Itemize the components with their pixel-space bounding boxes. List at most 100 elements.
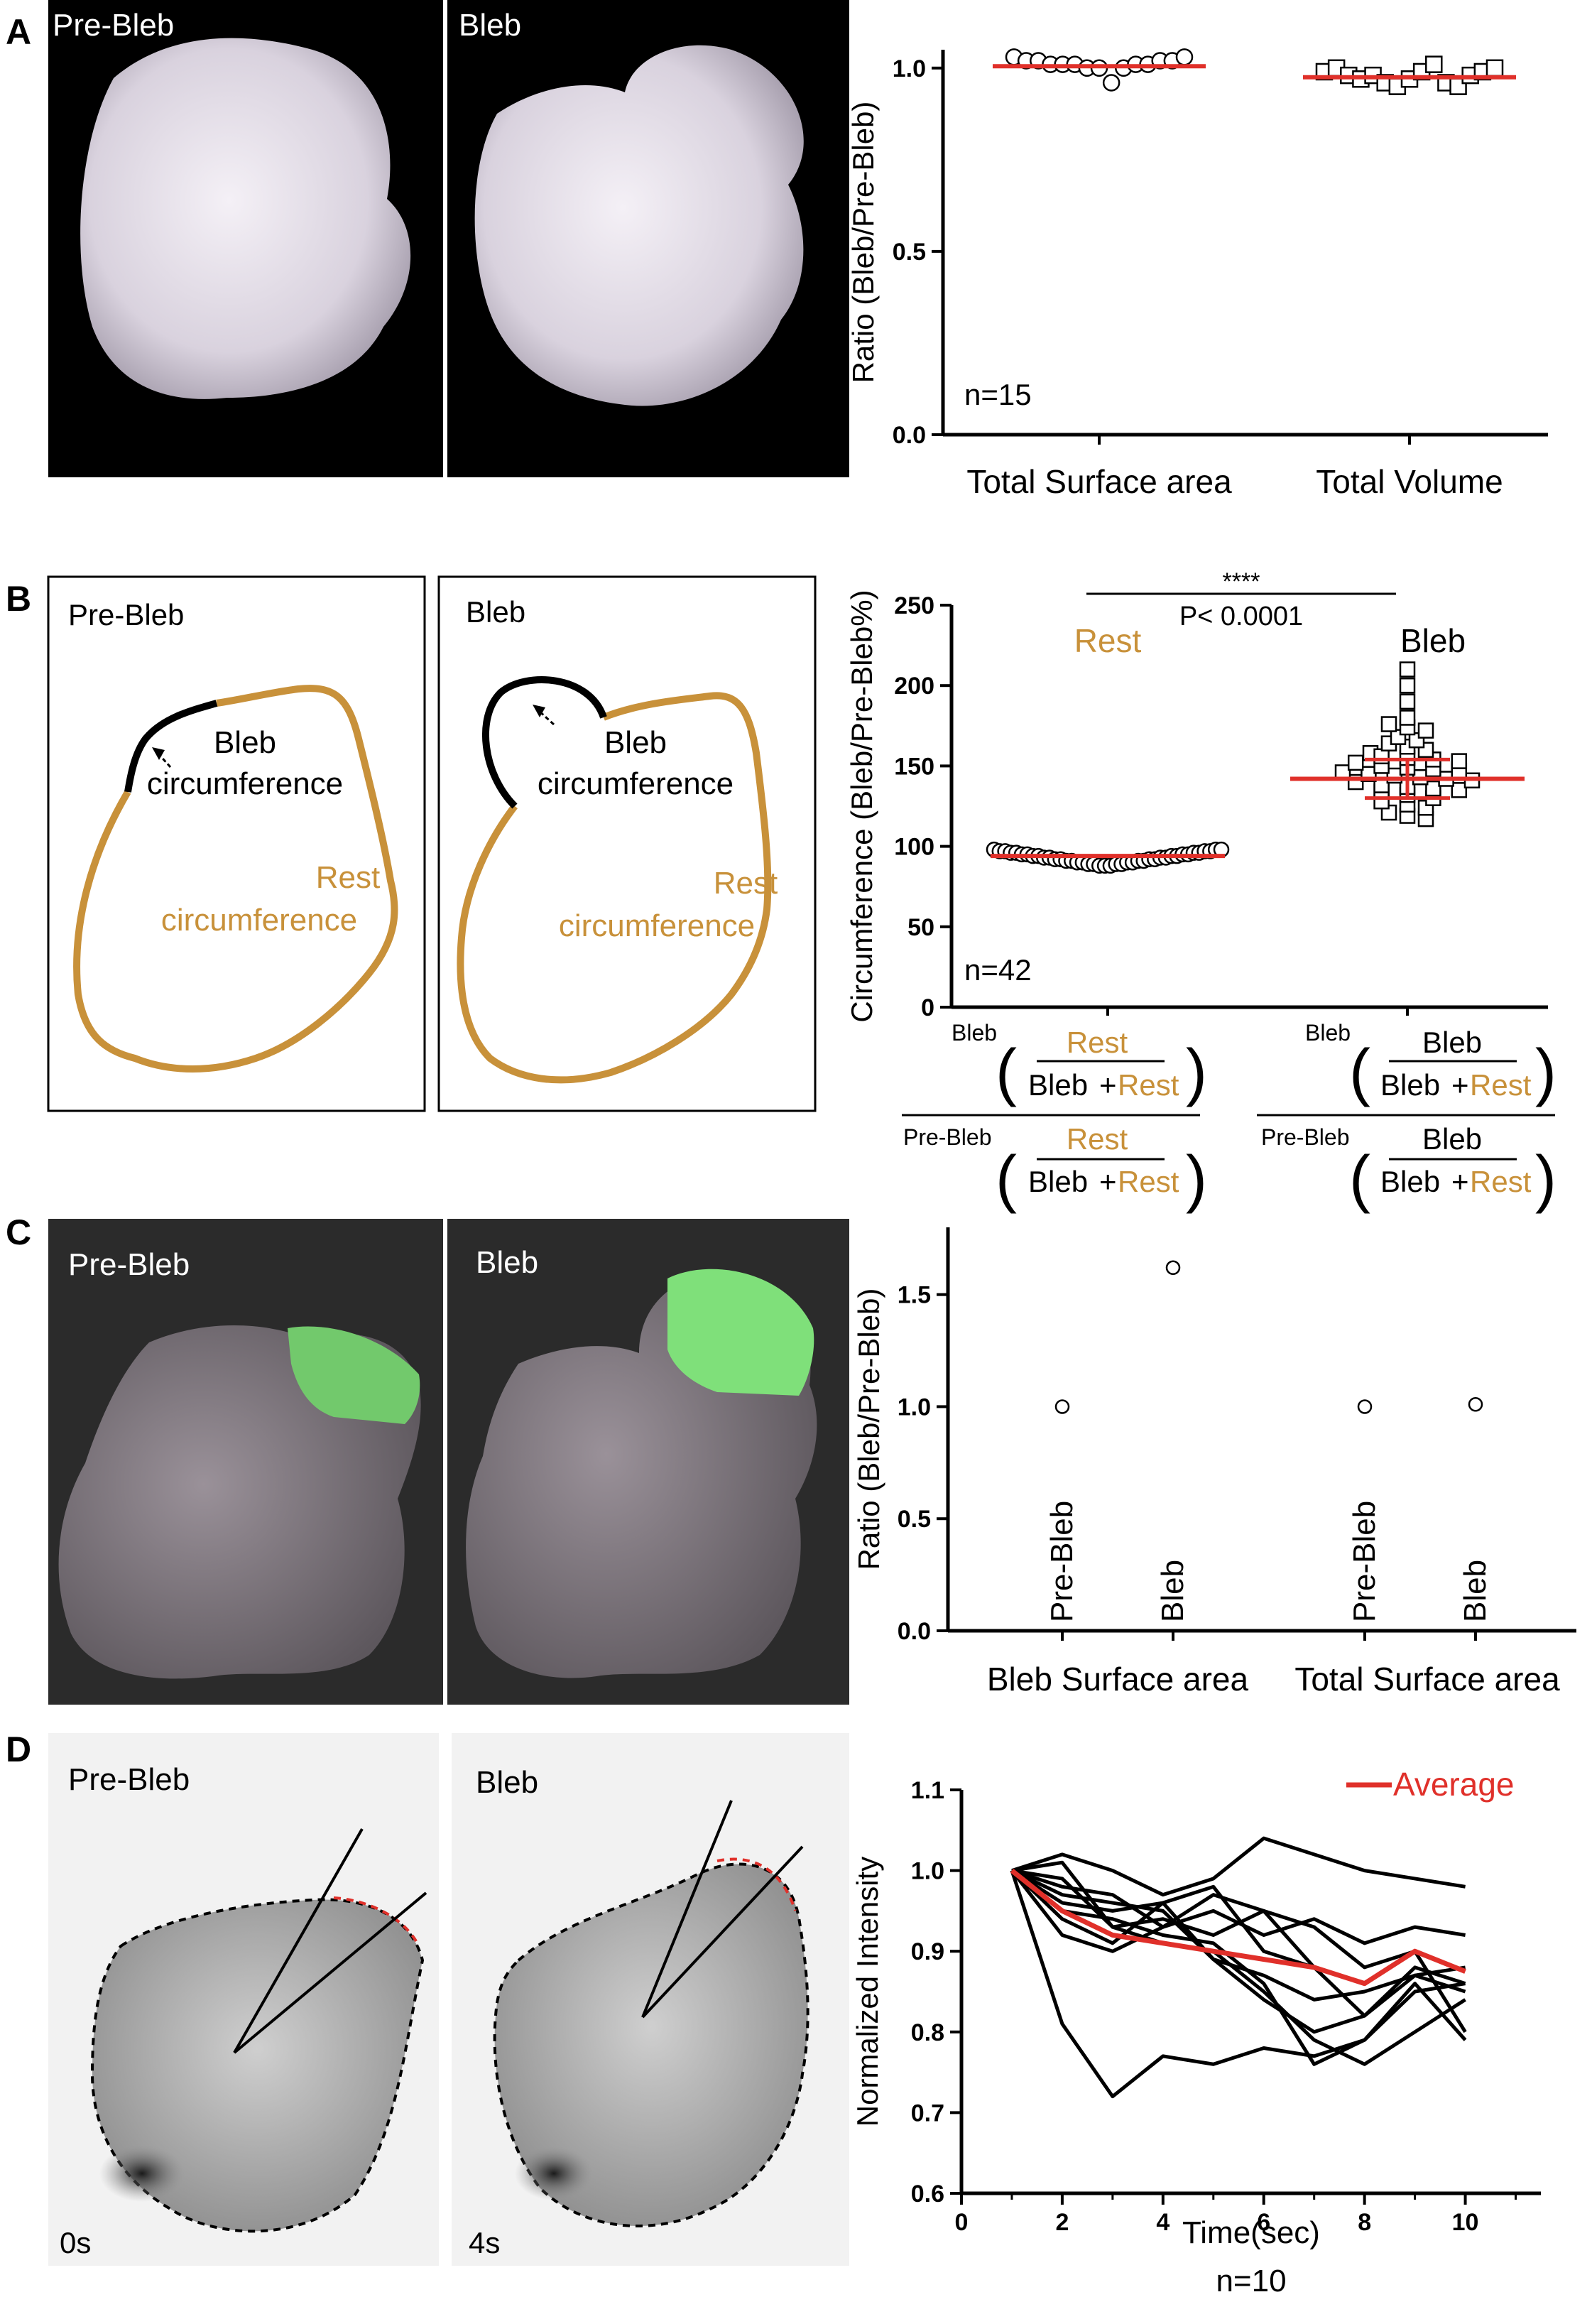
nucleus-bleb (515, 2146, 593, 2200)
chart-d-y-tick-label: 0.7 (911, 2100, 944, 2127)
chart-d-y-axis-label: Normalized Intensity (851, 1857, 884, 2127)
chart-d-x-tick-label: 0 (955, 2209, 969, 2236)
sector-line-bleb-1 (641, 1800, 733, 2018)
diagram-left-title: Pre-Bleb (68, 598, 184, 631)
chart-c-y-tick-label: 1.0 (898, 1394, 931, 1421)
rest-circumference-outline-right (457, 692, 772, 1084)
chart-d-x-tick-label: 2 (1055, 2209, 1069, 2236)
chart-c-y-axis-label: Ratio (Bleb/Pre-Bleb) (852, 1288, 885, 1570)
chart-b-point-bleb (1399, 693, 1416, 710)
chart-c-point (1165, 1260, 1181, 1276)
chart-d-series-line (1011, 1869, 1467, 2034)
rest-label-left-1: Rest (316, 860, 380, 895)
chart-d-series-line (1010, 1869, 1466, 2034)
chart-a-x-tick-label: Total Volume (1316, 463, 1503, 500)
chart-c-group-label: Total Surface area (1294, 1661, 1560, 1698)
chart-a-y-tick-label: 1.0 (893, 55, 926, 82)
chart-b-n-label: n=42 (964, 953, 1032, 987)
formula-right-sup-bleb: Bleb (1305, 1020, 1351, 1046)
chart-c-point (1054, 1399, 1070, 1414)
chart-a-y-tick-label: 0.0 (893, 422, 926, 449)
chart-d-series-line (1010, 1869, 1466, 2066)
chart-d-legend-label: Average (1393, 1766, 1515, 1803)
bleb-region-prebleb (288, 1326, 420, 1424)
chart-a-n-label: n=15 (964, 378, 1032, 411)
chart-c-point (1468, 1397, 1483, 1412)
panel-c: C Pre-Bleb Bleb (6, 1212, 849, 1705)
chart-c-y-tick-label: 0.5 (898, 1506, 931, 1533)
formula-right-sup-prebleb: Pre-Bleb (1261, 1124, 1350, 1150)
bleb-label-right-1: Bleb (604, 725, 667, 760)
chart-a-point (1102, 74, 1121, 92)
bleb-circumference-outline-right (482, 676, 607, 809)
sector-line-bleb-2 (641, 1845, 804, 2019)
nucleus-prebleb (99, 2145, 185, 2202)
formula-left-den-top-plus: + (1099, 1068, 1117, 1102)
rest-circumference-outline-left (73, 685, 398, 1073)
formula-right-paren-close-2: ) (1535, 1144, 1556, 1215)
formula-right-den-bottom-bleb: Bleb (1380, 1165, 1440, 1198)
chart-b-y-tick-label: 0 (921, 994, 934, 1021)
chart-a-point (1485, 59, 1504, 77)
chart-d-x-tick-label: 4 (1156, 2209, 1170, 2236)
chart-d-x-tick-label: 8 (1358, 2209, 1371, 2236)
rest-label-left-2: circumference (161, 903, 357, 938)
formula-right-den-top-bleb: Bleb (1380, 1068, 1440, 1102)
chart-c-category-label: Pre-Bleb (1045, 1501, 1079, 1622)
chart-b-point-bleb (1425, 780, 1441, 797)
chart-d-n-label: n=10 (1216, 2264, 1286, 2298)
cell-render-prebleb (80, 38, 411, 399)
formula-left-den-bottom-bleb: Bleb (1028, 1165, 1088, 1198)
arrow-head-right-icon (533, 705, 545, 717)
chart-b-point-bleb (1399, 710, 1416, 726)
chart-d-y-tick-label: 0.8 (911, 2019, 944, 2046)
bleb-region-bleb (667, 1269, 814, 1396)
chart-b-y-tick-label: 250 (894, 592, 934, 619)
sector-line-prebleb-1 (233, 1828, 364, 2053)
formula-left-den-bottom-plus: + (1099, 1165, 1117, 1198)
chart-c-category-label: Pre-Bleb (1347, 1501, 1382, 1622)
chart-d-series-line (1010, 1869, 1315, 1970)
image-a-right-label: Bleb (459, 8, 521, 43)
chart-b-label-rest: Rest (1074, 622, 1142, 659)
chart-d-average-line (1010, 1868, 1466, 1987)
panel-letter-d: D (6, 1730, 31, 1769)
chart-c-y-tick-label: 1.5 (898, 1282, 931, 1309)
chart-d-series-line (1010, 1869, 1467, 2099)
formula-right-paren-open: ( (1349, 1037, 1370, 1108)
chart-b-point-bleb (1347, 754, 1364, 771)
panel-letter-a: A (6, 12, 31, 52)
panel-letter-c: C (6, 1212, 31, 1252)
cell-render-bleb (474, 45, 804, 406)
panel-d: D Pre-Bleb Bleb 0s 4s (6, 1730, 849, 2266)
image-a-left-label: Pre-Bleb (53, 8, 174, 43)
chart-d-x-axis-label: Time(sec) (1182, 2215, 1320, 2250)
formula-right-paren-close: ) (1535, 1037, 1556, 1108)
chart-c-point (1357, 1399, 1373, 1414)
chart-c-category-label: Bleb (1155, 1560, 1190, 1622)
panel-a: A Pre-Bleb Bleb (6, 0, 849, 477)
diagram-box-prebleb (47, 575, 426, 1112)
chart-b-point-bleb (1451, 753, 1468, 769)
formula-left-den-bottom-rest: Rest (1118, 1165, 1179, 1198)
chart-b-y-tick-label: 100 (894, 834, 934, 861)
formula-right-paren-open-2: ( (1349, 1144, 1370, 1215)
image-d-left-label: Pre-Bleb (68, 1762, 190, 1797)
image-d-left-time: 0s (60, 2226, 91, 2259)
chart-b-significance-stars: **** (1223, 568, 1260, 595)
chart-d-y-tick-label: 1.1 (911, 1777, 944, 1804)
formula-left-paren-close-2: ) (1186, 1144, 1207, 1215)
chart-a-point (1425, 55, 1443, 73)
formula-left-den-top-rest: Rest (1118, 1068, 1179, 1102)
formula-left-paren-close: ) (1186, 1037, 1207, 1108)
chart-d-series-line (1010, 1869, 1466, 1953)
sector-line-prebleb-2 (233, 1891, 427, 2054)
chart-b-point-bleb (1417, 722, 1434, 739)
image-c-left-label: Pre-Bleb (68, 1247, 190, 1282)
panel-b: B Pre-Bleb Bleb Bleb circumference Rest … (6, 575, 817, 1112)
